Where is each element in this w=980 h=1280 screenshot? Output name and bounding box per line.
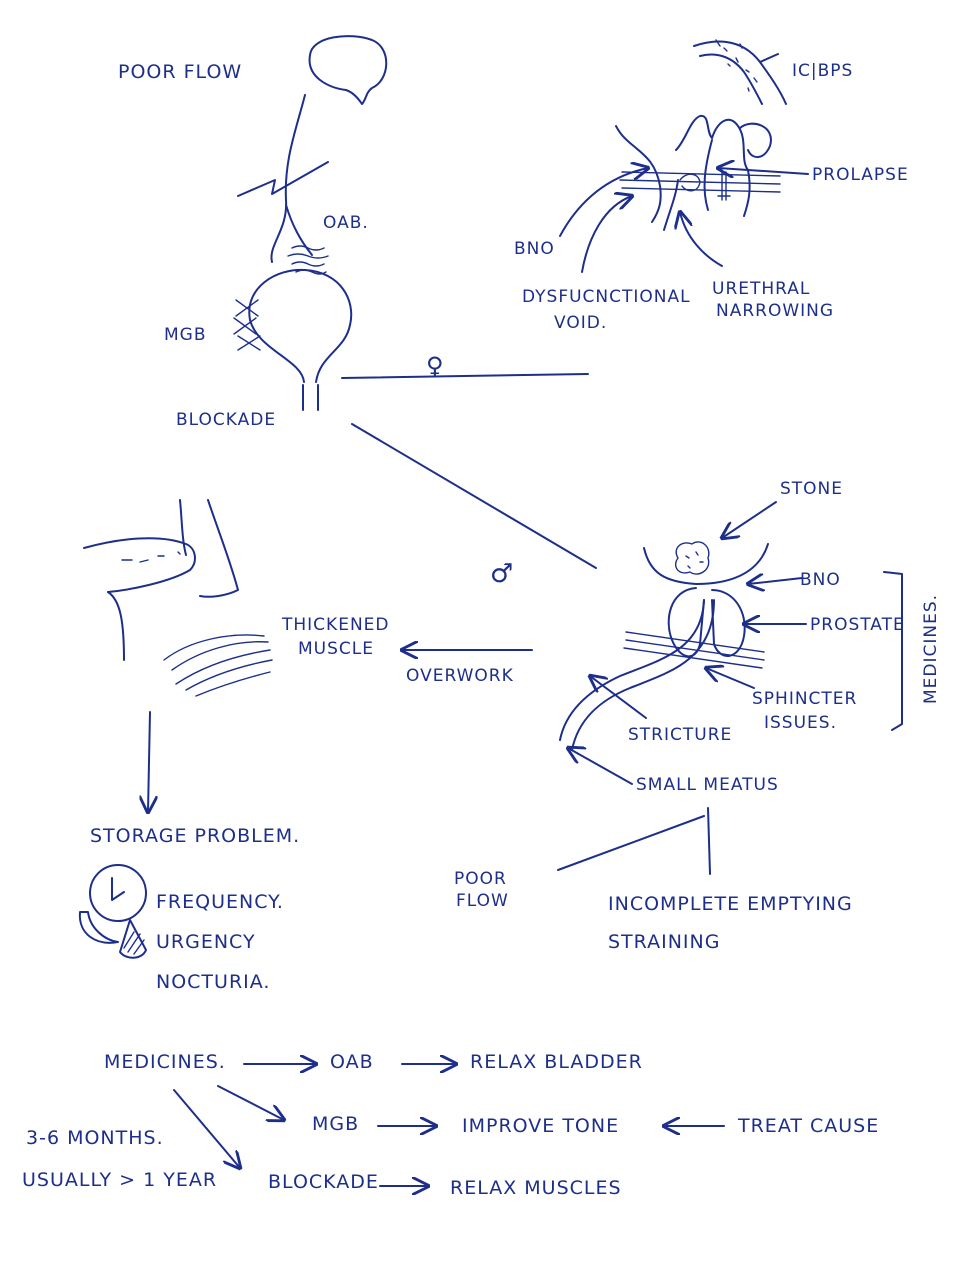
thickened-label-2: MUSCLE (298, 639, 374, 659)
male-symbol: ♂ (490, 559, 514, 589)
medicines-bracket (883, 571, 903, 731)
sphincter-arrow (706, 668, 755, 689)
female-branch-line (341, 373, 589, 379)
urethral-label-2: NARROWING (716, 301, 834, 321)
storage-problem-title: STORAGE PROBLEM. (90, 825, 300, 847)
oab-medicine-label: OAB (330, 1051, 374, 1073)
usually-label: USUALLY > 1 YEAR (22, 1169, 217, 1191)
dysfunctional-void-label-2: VOID. (554, 313, 607, 333)
prostate-label: PROSTATE (810, 615, 905, 635)
blockade-action-label: RELAX MUSCLES (450, 1177, 622, 1199)
blockade-medicine-label: BLOCKADE (268, 1171, 379, 1193)
bladder-wall-sketch (693, 39, 787, 105)
dysfunctional-void-label-1: DYSFUCNCTIONAL (522, 287, 691, 307)
duration-label: 3-6 MONTHS. (26, 1127, 164, 1149)
voiding-split-line (557, 815, 705, 871)
sphincter-label-1: SPHINCTER (752, 689, 857, 709)
frequency-label: FREQUENCY. (156, 891, 284, 913)
blockade-label: BLOCKADE (176, 410, 276, 430)
nocturia-label: NOCTURIA. (156, 971, 270, 993)
poor-flow-label-2: FLOW (456, 891, 509, 911)
stricture-label: STRICTURE (628, 725, 732, 745)
brain-icon (308, 35, 388, 105)
medicines-vertical-label: MEDICINES. (921, 594, 941, 704)
arm-muscle-sketch (83, 499, 273, 697)
bno-label-female: BNO (514, 239, 555, 259)
urethral-narrowing-arrow (680, 212, 723, 267)
male-branch-line (351, 423, 597, 569)
oab-action-label: RELAX BLADDER (470, 1051, 643, 1073)
poor-flow-label-1: POOR (454, 869, 507, 889)
thickened-label-1: THICKENED (281, 615, 390, 635)
arrow-medicines-mgb (217, 1085, 284, 1120)
prolapse-label: PROLAPSE (812, 165, 909, 185)
droplet-icon (119, 919, 147, 959)
ic-bps-label: IC|BPS (792, 61, 853, 81)
clock-icon (89, 864, 147, 922)
bladder-icon (233, 245, 353, 411)
nerve-pathway (237, 94, 329, 263)
voiding-vertical-line (707, 807, 711, 875)
overwork-label: OVERWORK (406, 666, 514, 686)
bno-arrow-female (559, 168, 648, 237)
stone-label: STONE (780, 479, 843, 499)
urethral-label-1: URETHRAL (712, 279, 810, 299)
small-meatus-label: SMALL MEATUS (636, 775, 779, 795)
female-pelvis-sketch (615, 114, 781, 231)
treat-cause-label: TREAT CAUSE (737, 1115, 879, 1137)
poor-flow-title: POOR FLOW (118, 61, 242, 83)
mgb-label: MGB (164, 325, 207, 345)
prolapse-arrow (718, 168, 809, 174)
male-pelvis-sketch (559, 541, 769, 751)
dysfunctional-void-arrow (581, 196, 632, 273)
oab-label: OAB. (323, 213, 369, 233)
female-symbol: ♀ (426, 352, 445, 380)
stone-arrow (722, 501, 777, 538)
bno-arrow-male (748, 578, 803, 584)
stricture-arrow (590, 676, 647, 719)
straining-label: STRAINING (608, 931, 720, 953)
moon-icon (78, 911, 119, 944)
arrow-medicines-blockade (173, 1089, 240, 1168)
bno-label-male: BNO (800, 570, 841, 590)
medicines-label: MEDICINES. (104, 1051, 226, 1073)
small-meatus-arrow (568, 748, 633, 785)
incomplete-emptying-label: INCOMPLETE EMPTYING (608, 893, 853, 915)
mgb-medicine-label: MGB (312, 1113, 359, 1135)
mgb-action-label: IMPROVE TONE (462, 1115, 619, 1137)
urgency-label: URGENCY (156, 931, 256, 953)
storage-arrow (148, 711, 150, 812)
sphincter-label-2: ISSUES. (764, 713, 837, 733)
